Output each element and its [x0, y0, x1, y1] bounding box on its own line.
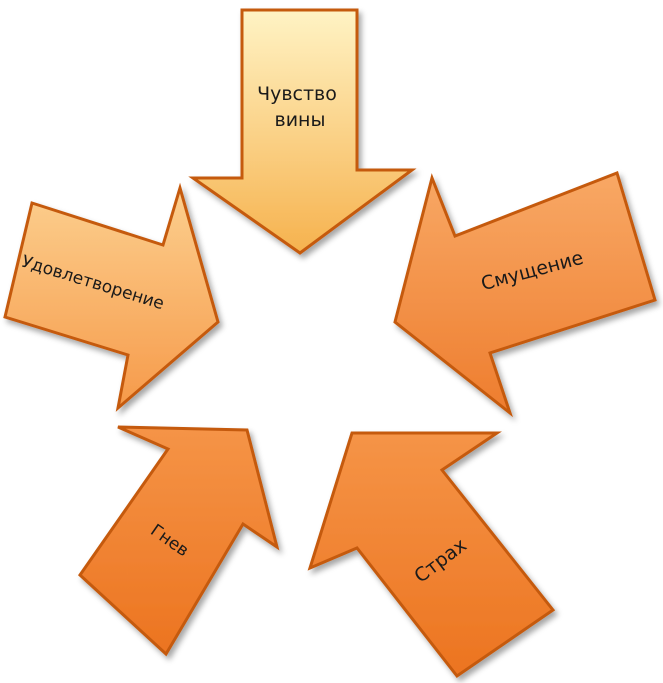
arrow-guilt-label-line-1: Чувство: [257, 83, 337, 105]
arrow-fear: Страх: [307, 431, 556, 679]
arrow-guilt: Чувство вины: [188, 8, 417, 255]
arrow-embarrassment-shape: [393, 171, 657, 418]
arrow-guilt-shape: [188, 8, 417, 255]
arrow-anger-shape: [78, 425, 280, 657]
arrow-anger: Гнев: [78, 425, 280, 657]
arrow-guilt-label: Чувство вины: [257, 83, 343, 131]
arrow-guilt-label-line-2: вины: [275, 109, 326, 131]
arrow-embarrassment: Смущение: [393, 171, 657, 418]
arrow-fear-shape: [307, 431, 556, 679]
arrow-satisfaction: Удовлетворение: [3, 182, 220, 412]
arrow-satisfaction-shape: [3, 182, 220, 412]
